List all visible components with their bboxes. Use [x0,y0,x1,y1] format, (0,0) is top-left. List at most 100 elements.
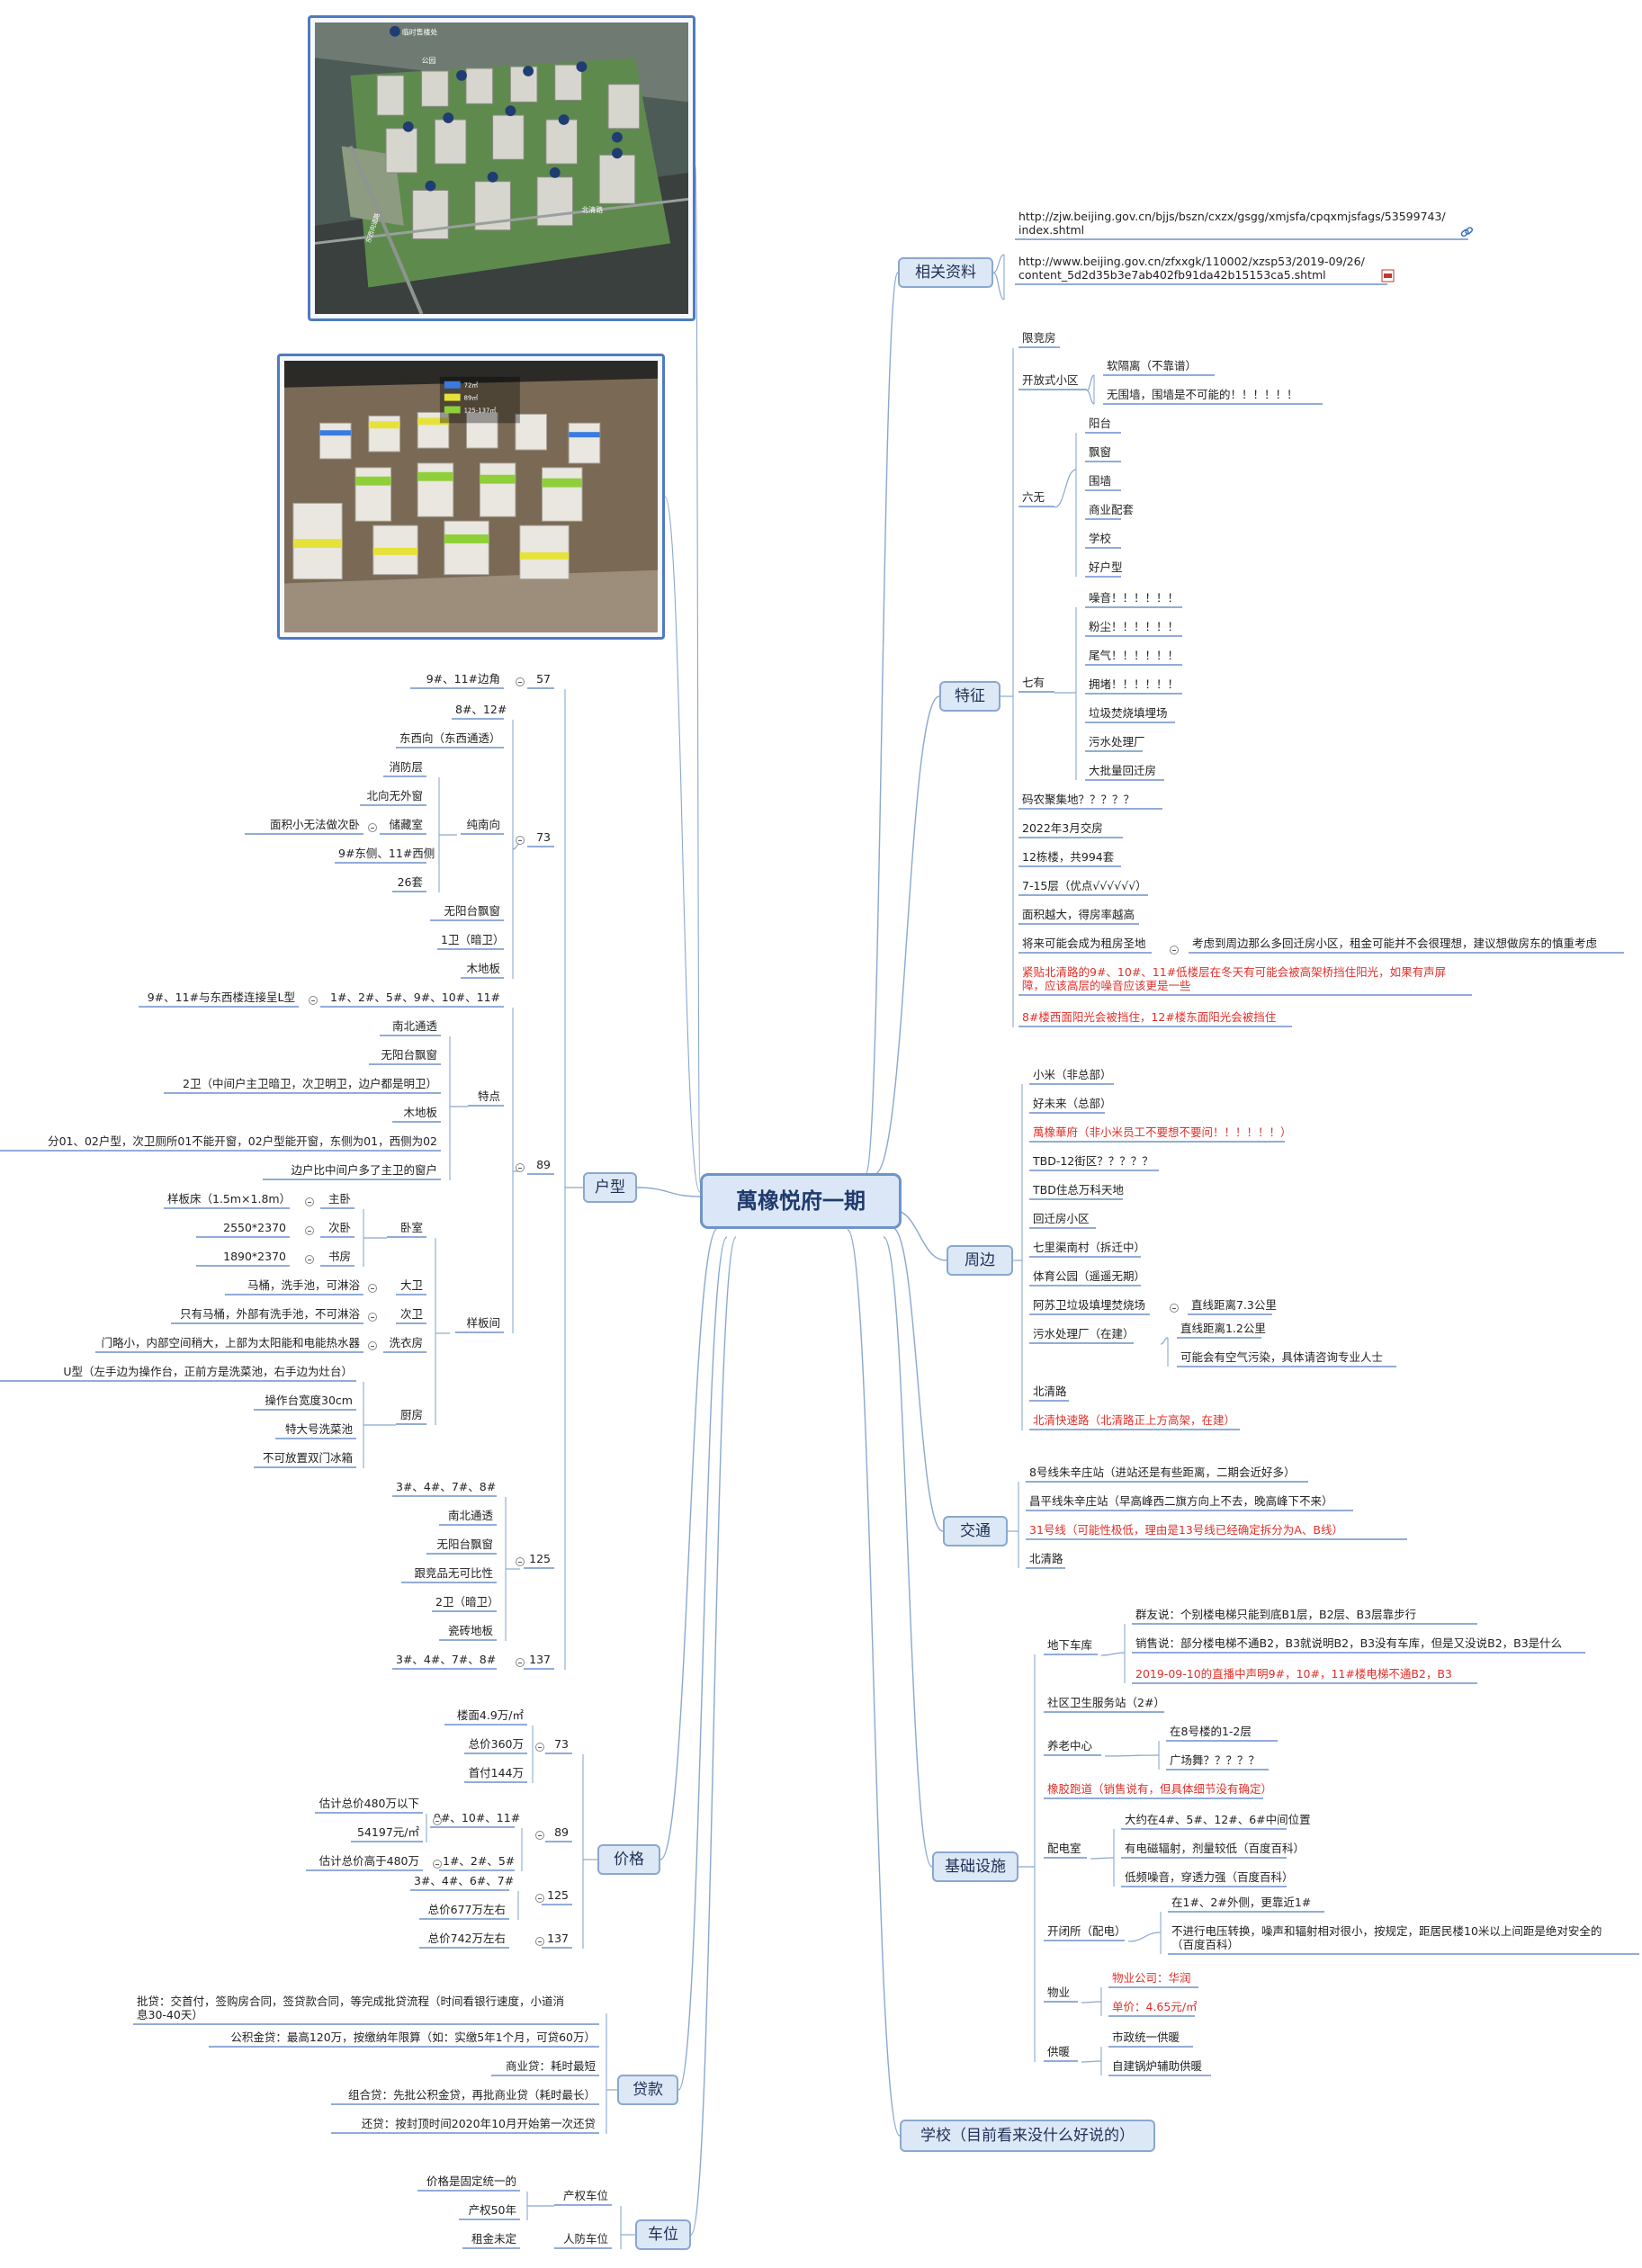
node-label[interactable]: 洗衣房 [389,1336,423,1349]
node-label[interactable]: 小米（非总部） [1033,1068,1112,1081]
collapse-toggle-icon[interactable] [309,996,318,1005]
node-label[interactable]: 开闭所（配电） [1047,1924,1126,1938]
node-label[interactable]: 只有马桶，外部有洗手池，不可淋浴 [179,1307,360,1321]
node-label[interactable]: 瓷砖地板 [447,1624,493,1637]
node-label[interactable]: 有电磁辐射，剂量较低（百度百科） [1125,1842,1306,1855]
topic-transport[interactable]: 交通 [943,1516,1008,1546]
node-label[interactable]: 1#、2#、5# [443,1854,516,1868]
node-label[interactable]: 大约在4#、5#、12#、6#中间位置 [1125,1813,1311,1826]
node-label[interactable]: 销售说：部分楼电梯不通B2，B3就说明B2，B3没有车库，但是又没说B2，B3是… [1135,1636,1563,1650]
node-label[interactable]: 昌平线朱辛庄站（早高峰西二旗方向上不去，晚高峰下不来） [1029,1494,1333,1508]
node-label[interactable]: 地下车库 [1047,1638,1093,1652]
link-text[interactable]: http://www.beijing.gov.cn/zfxxgk/110002/… [1018,255,1365,282]
node-label[interactable]: 卧室 [399,1221,423,1234]
topic-floor-plans[interactable]: 户型 [583,1172,637,1203]
node-label[interactable]: 次卧 [328,1221,351,1234]
node-label[interactable]: 好未来（总部） [1033,1097,1112,1110]
node-label[interactable]: 飘窗 [1089,445,1112,459]
node-label[interactable]: 群友说：个别楼电梯只能到底B1层，B2层、B3层靠步行 [1135,1608,1417,1621]
collapse-toggle-icon[interactable] [1170,946,1179,955]
node-label[interactable]: 配电室 [1047,1842,1081,1855]
node-label[interactable]: 总价742万左右 [427,1932,506,1945]
node-label[interactable]: 储藏室 [389,818,423,831]
node-label[interactable]: 不进行电压转换，噪声和辐射相对很小，按规定，距居民楼10米以上间距是绝对安全的 … [1171,1924,1602,1951]
node-label[interactable]: 木地板 [403,1106,437,1119]
node-label[interactable]: 137 [529,1653,551,1666]
collapse-toggle-icon[interactable] [305,1226,314,1235]
node-label[interactable]: 南北通透 [447,1509,493,1522]
node-label[interactable]: 主卧 [328,1192,351,1206]
node-label[interactable]: 73 [554,1737,569,1751]
node-label[interactable]: 总价677万左右 [427,1903,506,1916]
node-label[interactable]: 3#、4#、6#、7# [414,1874,515,1887]
topic-price[interactable]: 价格 [597,1844,660,1875]
collapse-toggle-icon[interactable] [368,823,377,832]
node-label[interactable]: 软隔离（不靠谱） [1107,359,1198,372]
node-label[interactable]: 无阳台飘窗 [444,904,500,918]
node-label[interactable]: 在8号楼的1-2层 [1170,1725,1252,1738]
node-label[interactable]: 北清路 [1029,1552,1063,1565]
node-label[interactable]: 特点 [477,1089,500,1103]
node-label[interactable]: 次卫 [399,1307,423,1321]
node-label[interactable]: TBD住总万科天地 [1033,1183,1124,1197]
node-label[interactable]: 橡胶跑道（销售说有，但具体细节没有确定） [1047,1782,1273,1796]
node-label[interactable]: 阳台 [1089,417,1112,430]
node-label[interactable]: 好户型 [1089,560,1123,574]
node-label[interactable]: 楼面4.9万/㎡ [456,1708,524,1722]
collapse-toggle-icon[interactable] [516,1658,525,1667]
node-label[interactable]: 73 [536,830,551,844]
topic-loan[interactable]: 贷款 [617,2075,678,2105]
node-label[interactable]: 物业公司：华润 [1112,1971,1191,1985]
node-label[interactable]: 9#、11#边角 [426,672,500,686]
node-label[interactable]: 还贷：按封顶时间2020年10月开始第一次还贷 [361,2117,596,2130]
node-label[interactable]: 1890*2370 [223,1250,286,1263]
node-label[interactable]: 可能会有空气污染，具体请咨询专业人士 [1180,1350,1384,1364]
node-label[interactable]: 六无 [1022,490,1045,504]
node-label[interactable]: 产权50年 [468,2203,516,2217]
node-label[interactable]: 不可放置双门冰箱 [262,1451,353,1465]
collapse-toggle-icon[interactable] [516,1557,525,1566]
node-label[interactable]: 单价：4.65元/㎡ [1112,2000,1198,2013]
node-label[interactable]: 回迁房小区 [1033,1212,1090,1225]
node-label[interactable]: 8#楼西面阳光会被挡住，12#楼东面阳光会被挡住 [1022,1010,1277,1024]
node-label[interactable]: 估计总价高于480万 [319,1854,419,1868]
central-topic[interactable]: 萬橡悦府一期 [700,1173,902,1229]
node-label[interactable]: 137 [547,1932,569,1945]
node-label[interactable]: 低频噪音，穿透力强（百度百科） [1125,1870,1294,1884]
collapse-toggle-icon[interactable] [368,1341,377,1350]
node-label[interactable]: 噪音！！！！！！ [1089,591,1180,605]
node-label[interactable]: 分01、02户型，次卫厕所01不能开窗，02户型能开窗，东侧为01，西侧为02 [48,1134,437,1148]
node-label[interactable]: 阿苏卫垃圾填埋焚烧场 [1033,1298,1146,1312]
node-label[interactable]: 社区卫生服务站（2#） [1047,1696,1165,1709]
node-label[interactable]: 将来可能会成为租房圣地 [1022,937,1146,950]
node-label[interactable]: 商业贷：耗时最短 [505,2059,596,2073]
node-label[interactable]: TBD-12街区？？？？？ [1033,1154,1153,1168]
link-text[interactable]: http://zjw.beijing.gov.cn/bjjs/bszn/cxzx… [1018,210,1446,237]
node-label[interactable]: 养老中心 [1047,1739,1093,1753]
node-label[interactable]: 1卫（暗卫） [441,933,505,946]
node-label[interactable]: 2019-09-10的直播中声明9#，10#，11#楼电梯不通B2，B3 [1135,1667,1452,1681]
node-label[interactable]: 体育公园（遥遥无期） [1033,1269,1146,1283]
node-label[interactable]: 2550*2370 [223,1221,286,1234]
collapse-toggle-icon[interactable] [516,836,525,845]
node-label[interactable]: 大卫 [399,1278,423,1292]
node-label[interactable]: 125 [547,1888,569,1902]
node-label[interactable]: 26套 [397,875,423,889]
node-label[interactable]: 2卫（中间户主卫暗卫，次卫明卫，边户都是明卫） [183,1077,437,1090]
node-label[interactable]: 8#、12# [455,703,507,716]
node-label[interactable]: 7-15层（优点√√√√√√） [1022,879,1147,892]
collapse-toggle-icon[interactable] [1170,1304,1179,1313]
node-label[interactable]: 8号线朱辛庄站（进站还是有些距离，二期会近好多） [1029,1466,1296,1479]
node-label[interactable]: 商业配套 [1089,503,1135,516]
node-label[interactable]: 面积越大，得房率越高 [1022,908,1135,921]
node-label[interactable]: 组合贷：先批公积金贷，再批商业贷（耗时最长） [347,2088,596,2102]
collapse-toggle-icon[interactable] [368,1313,377,1322]
node-label[interactable]: 89 [554,1825,569,1839]
collapse-toggle-icon[interactable] [305,1255,314,1264]
node-label[interactable]: 物业 [1047,1986,1071,1999]
node-label[interactable]: 样板床（1.5m×1.8m） [167,1192,292,1206]
node-label[interactable]: 马桶，洗手池，可淋浴 [247,1278,360,1292]
node-label[interactable]: 码农聚集地？？？？？ [1022,793,1135,806]
node-label[interactable]: 无阳台飘窗 [381,1048,437,1062]
collapse-toggle-icon[interactable] [433,1860,442,1869]
